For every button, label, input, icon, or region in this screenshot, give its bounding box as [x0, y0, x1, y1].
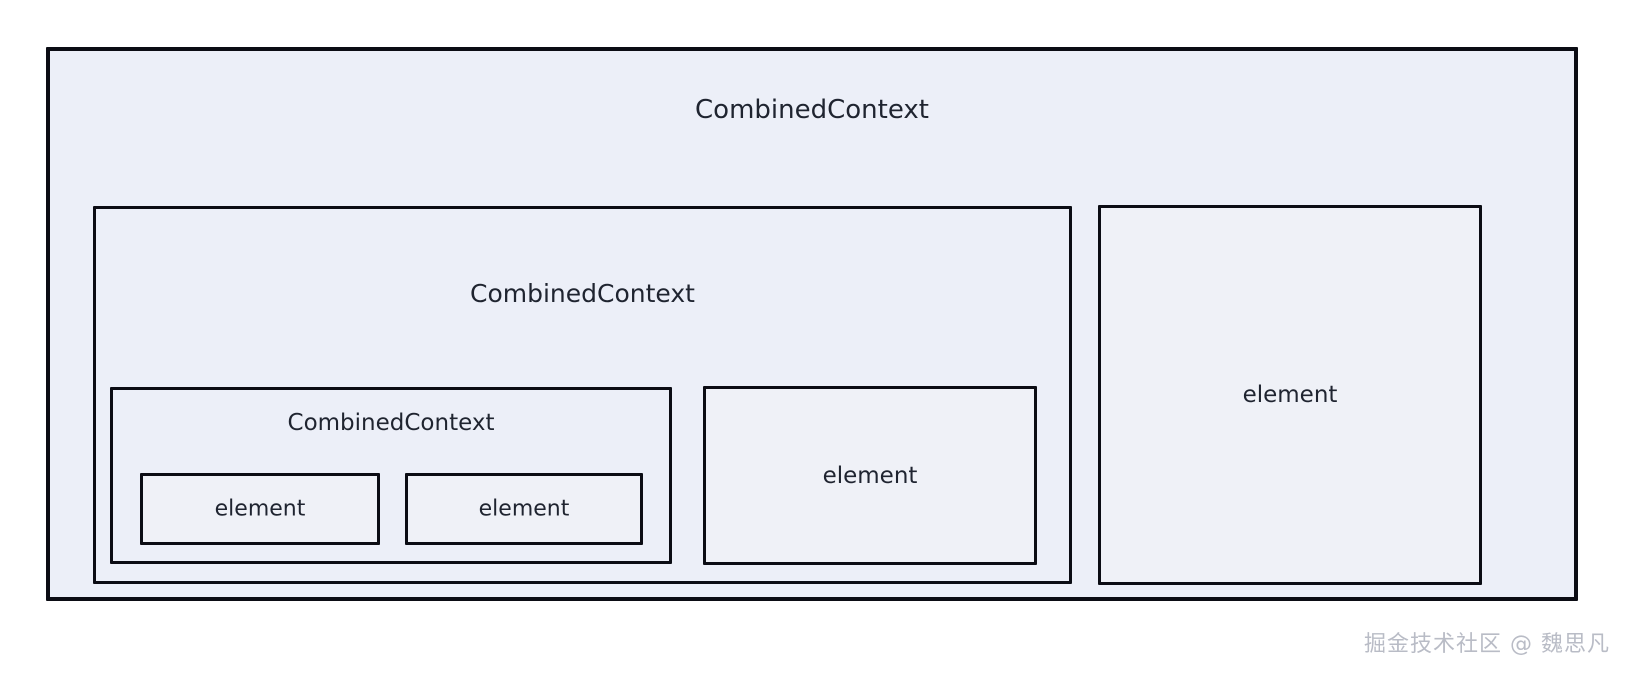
element-node-1-label: element [214, 496, 306, 522]
element-node-2[interactable]: element [405, 473, 643, 545]
element-node-4-label: element [1242, 382, 1338, 408]
element-node-2-label: element [478, 496, 570, 522]
combined-context-outer[interactable]: CombinedContext CombinedContext Combined… [46, 47, 1578, 601]
combined-context-mid[interactable]: CombinedContext CombinedContext element … [93, 206, 1072, 584]
element-node-3[interactable]: element [703, 386, 1037, 565]
combined-context-inner-title: CombinedContext [287, 410, 495, 436]
element-node-3-label: element [822, 462, 918, 489]
combined-context-mid-title: CombinedContext [470, 279, 695, 308]
combined-context-outer-title: CombinedContext [695, 95, 929, 125]
element-node-1[interactable]: element [140, 473, 380, 545]
element-node-4[interactable]: element [1098, 205, 1482, 585]
combined-context-inner[interactable]: CombinedContext element element [110, 387, 672, 564]
watermark: 掘金技术社区 @ 魏思凡 [1364, 632, 1610, 657]
